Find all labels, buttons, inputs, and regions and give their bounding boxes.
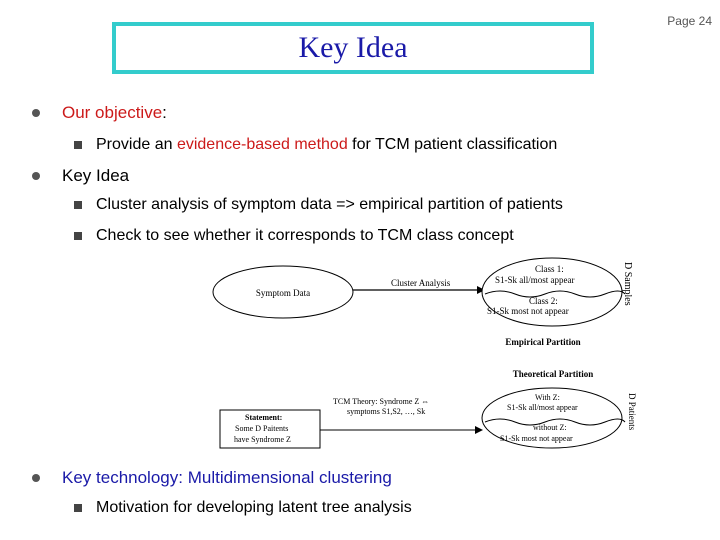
key-tech-sub-text: Motivation for developing latent tree an… xyxy=(96,499,412,516)
withz-title: With Z: xyxy=(535,393,560,402)
statement-box xyxy=(219,409,321,449)
empirical-divider xyxy=(484,290,626,298)
theoretical-partition-label: Theoretical Partition xyxy=(513,369,594,379)
key-tech-prefix: Key technology: xyxy=(62,468,188,487)
d-samples-text: D Samples xyxy=(622,262,633,306)
withoutz-desc: S1-Sk most not appear xyxy=(500,434,573,443)
empirical-partition-label: Empirical Partition xyxy=(505,337,580,347)
objective-sub-suffix: for TCM patient classification xyxy=(347,136,558,153)
bullet-square-icon xyxy=(74,232,82,240)
bullet-dot-icon xyxy=(32,109,40,117)
partition-diagram: Symptom Data Cluster Analysis Class 1: S… xyxy=(212,257,637,449)
statement-title: Statement: xyxy=(245,413,282,422)
tcm-theory-line-1: TCM Theory: Syndrome Z ⇔ xyxy=(333,397,429,406)
statement-arrowhead xyxy=(475,426,483,434)
objective-sub-prefix: Provide an xyxy=(96,136,177,153)
class1-title: Class 1: xyxy=(535,264,564,274)
statement-line-1: Some D Paitents xyxy=(235,424,288,433)
withz-desc: S1-Sk all/most appear xyxy=(507,403,578,412)
key-idea-sub-text: Check to see whether it corresponds to T… xyxy=(96,227,514,244)
bullet-square-icon xyxy=(74,201,82,209)
bullet-key-idea-sub-2: Check to see whether it corresponds to T… xyxy=(74,227,514,245)
tcm-theory-line-2: symptoms S1,S2, …, Sk xyxy=(347,407,425,416)
class1-desc: S1-Sk all/most appear xyxy=(495,275,575,285)
statement-line-2: have Syndrome Z xyxy=(234,435,291,444)
bullet-key-idea: Key Idea xyxy=(32,166,129,186)
slide-title: Key Idea xyxy=(298,31,408,64)
objective-sub-highlight: evidence-based method xyxy=(176,136,348,153)
key-idea-sub-text: Cluster analysis of symptom data => empi… xyxy=(96,196,563,213)
theoretical-divider xyxy=(484,418,626,426)
d-patients-text: D Patients xyxy=(627,393,637,431)
class2-desc: S1-Sk most not appear xyxy=(487,306,569,316)
theoretical-ellipse xyxy=(481,387,623,449)
title-box: Key Idea xyxy=(112,22,594,74)
bullet-key-idea-sub-1: Cluster analysis of symptom data => empi… xyxy=(74,196,563,214)
bullet-square-icon xyxy=(74,141,82,149)
cluster-analysis-text: Cluster Analysis xyxy=(391,278,451,288)
bullet-key-tech-sub: Motivation for developing latent tree an… xyxy=(74,499,412,517)
key-idea-label: Key Idea xyxy=(62,166,130,185)
key-tech-highlight: Multidimensional clustering xyxy=(187,468,392,487)
objective-label: Our objective xyxy=(62,103,163,122)
page-number: Page 24 xyxy=(667,14,712,28)
symptom-data-ellipse xyxy=(212,265,354,319)
withoutz-title: without Z: xyxy=(533,423,567,432)
class2-title: Class 2: xyxy=(529,296,558,306)
bullet-key-tech: Key technology: Multidimensional cluster… xyxy=(32,468,392,488)
cluster-arrowhead xyxy=(477,286,485,294)
bullet-dot-icon xyxy=(32,474,40,482)
bullet-square-icon xyxy=(74,504,82,512)
bullet-objective-sub: Provide an evidence-based method for TCM… xyxy=(74,136,557,154)
symptom-data-text: Symptom Data xyxy=(256,288,310,298)
bullet-dot-icon xyxy=(32,172,40,180)
objective-colon: : xyxy=(162,103,167,122)
bullet-objective: Our objective: xyxy=(32,103,167,123)
